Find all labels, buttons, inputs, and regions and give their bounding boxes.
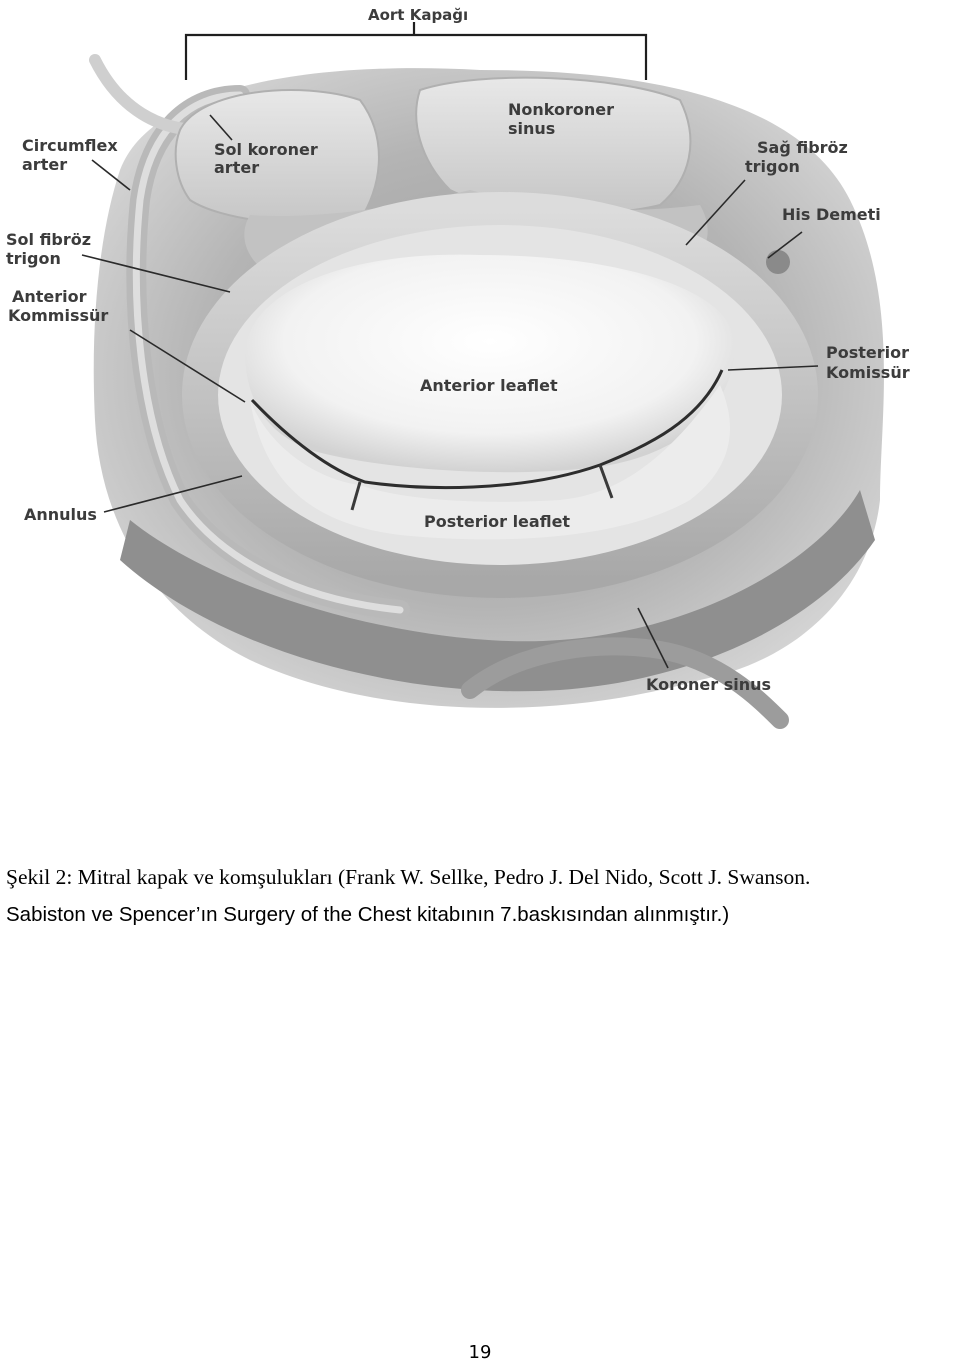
label-nonkoroner-line2: sinus — [508, 119, 555, 138]
leader-sol-koroner — [209, 114, 233, 141]
label-sag-fibroz-line2: trigon — [745, 157, 800, 176]
leader-koroner-sinus — [637, 607, 669, 669]
posterior-leaflet — [250, 385, 730, 540]
label-posterior-komissur-line2: Komissür — [826, 363, 910, 382]
page-number: 19 — [468, 1342, 492, 1363]
scallop-cleft-2 — [598, 464, 614, 499]
leader-sag-fibroz — [685, 179, 746, 246]
leaflet-coaptation-line — [250, 369, 724, 490]
his-bundle-spot — [766, 250, 790, 274]
label-anterior-leaflet: Anterior leaflet — [420, 376, 558, 395]
coronary-sinus-band — [120, 490, 875, 692]
leader-posterior-komissur — [727, 365, 819, 371]
mitral-valve-figure: Aort Kapağı Circumflex arter Sol koroner… — [6, 6, 910, 729]
scallop-cleft-1 — [350, 481, 362, 511]
label-his-demeti: His Demeti — [782, 205, 881, 224]
leader-sol-fibroz — [81, 254, 231, 293]
label-sag-fibroz-line1: Sağ fibröz — [757, 138, 848, 157]
label-sol-koroner-line1: Sol koroner — [214, 140, 318, 159]
label-nonkoroner-line1: Nonkoroner — [508, 100, 614, 119]
label-sol-fibroz-line1: Sol fibröz — [6, 230, 91, 249]
label-circumflex-line2: arter — [22, 155, 67, 174]
label-annulus: Annulus — [24, 505, 97, 524]
label-posterior-leaflet: Posterior leaflet — [424, 512, 570, 531]
aortic-valve-bracket — [184, 22, 648, 80]
noncoronary-sinus — [415, 76, 692, 215]
label-anterior-kommissur-line2: Kommissür — [8, 306, 108, 325]
label-sol-koroner-line2: arter — [214, 158, 259, 177]
caption-line-1: Şekil 2: Mitral kapak ve komşulukları (F… — [6, 865, 811, 889]
label-aort-kapagi: Aort Kapağı — [368, 6, 468, 24]
label-sol-fibroz-line2: trigon — [6, 249, 61, 268]
leader-anterior-kommissur — [129, 329, 246, 403]
label-circumflex-line1: Circumflex — [22, 136, 118, 155]
mitral-annulus-ring — [182, 192, 818, 598]
figure-caption: Şekil 2: Mitral kapak ve komşulukları (F… — [6, 858, 956, 934]
label-anterior-kommissur-line1: Anterior — [12, 287, 87, 306]
leader-circumflex — [91, 159, 131, 191]
caption-line-2: Sabiston ve Spencer’ın Surgery of the Ch… — [6, 903, 730, 926]
leader-his-demeti — [767, 231, 803, 259]
figure-illustration: Aort Kapağı Circumflex arter Sol koroner… — [6, 6, 910, 729]
anterior-leaflet — [244, 254, 735, 473]
label-koroner-sinus: Koroner sinus — [646, 675, 771, 694]
label-posterior-komissur-line1: Posterior — [826, 343, 909, 362]
leader-annulus — [103, 475, 243, 513]
